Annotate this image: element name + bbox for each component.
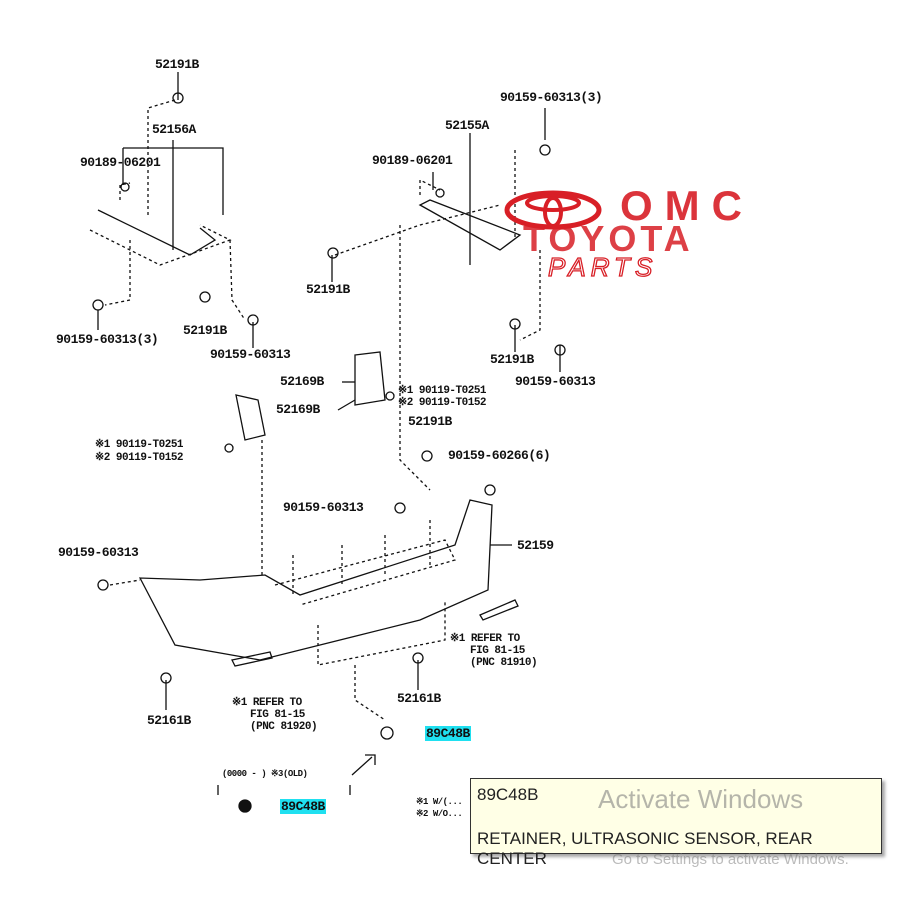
part-label[interactable]: 52191B <box>408 414 452 429</box>
part-label[interactable]: 90159-60313 <box>58 545 139 560</box>
clips <box>92 92 566 813</box>
reference-note: (PNC 81920) <box>250 721 318 733</box>
part-label[interactable]: 52155A <box>445 118 489 133</box>
part-label[interactable]: ※1 90119-T0251 <box>95 439 184 451</box>
part-label[interactable]: ※2 90119-T0152 <box>398 397 487 409</box>
reference-note[interactable]: FIG 81-15 <box>250 709 305 721</box>
part-label-highlighted[interactable]: 89C48B <box>280 799 326 814</box>
reference-note[interactable]: FIG 81-15 <box>470 645 525 657</box>
part-label[interactable]: 90159-60313(3) <box>56 332 159 347</box>
part-label[interactable]: 90189-06201 <box>80 155 161 170</box>
logo-parts: PARTS <box>547 251 658 282</box>
arrow-and-ticks <box>217 754 376 795</box>
part-label[interactable]: 52191B <box>490 352 534 367</box>
activation-watermark-title: Activate Windows <box>598 784 804 814</box>
reference-note: (PNC 81910) <box>470 657 538 669</box>
right-bracket-group <box>334 150 541 491</box>
part-label[interactable]: ※1 90119-T0251 <box>398 385 487 397</box>
toyota-emblem-icon <box>504 190 602 230</box>
footnote: ※1 W/(... <box>416 797 463 807</box>
footnote: ※2 W/O... <box>416 809 463 819</box>
part-label[interactable]: 90159-60313 <box>210 347 291 362</box>
logo-toyota: TOYOTA <box>523 218 694 259</box>
part-label[interactable]: 52191B <box>306 282 350 297</box>
tooltip-description: RETAINER, ULTRASONIC SENSOR, REAR CENTER <box>477 829 813 868</box>
part-label[interactable]: 52191B <box>155 57 199 72</box>
right-bracket-leaders <box>331 108 561 372</box>
part-label[interactable]: 52159 <box>517 538 554 553</box>
part-label[interactable]: 90189-06201 <box>372 153 453 168</box>
part-label[interactable]: 52169B <box>280 374 324 389</box>
part-label[interactable]: 90159-60313 <box>283 500 364 515</box>
activation-watermark-subtitle: Go to Settings to activate Windows. <box>612 851 849 868</box>
part-label[interactable]: 90159-60313(3) <box>500 90 603 105</box>
part-label[interactable]: 52156A <box>152 122 196 137</box>
part-label[interactable]: 90159-60313 <box>515 374 596 389</box>
part-label-highlighted[interactable]: 89C48B <box>425 726 471 741</box>
side-brackets <box>235 351 386 575</box>
part-tooltip: 89C48B RETAINER, ULTRASONIC SENSOR, REAR… <box>470 778 882 868</box>
date-range-note: (0000 - ) ※3(OLD) <box>222 769 308 779</box>
tooltip-part-number: 89C48B <box>477 785 539 804</box>
logo-omc: OMC <box>620 182 754 229</box>
part-label[interactable]: 52161B <box>147 713 191 728</box>
reference-note: ※1 REFER TO <box>450 633 520 645</box>
reference-note: ※1 REFER TO <box>232 697 302 709</box>
bumper-cover <box>109 499 519 721</box>
part-label[interactable]: 52169B <box>276 402 320 417</box>
part-label[interactable]: 52161B <box>397 691 441 706</box>
omc-toyota-parts-logo: OMC TOYOTA PARTS <box>498 182 808 283</box>
left-bracket-leaders <box>97 72 254 348</box>
part-label[interactable]: 90159-60266(6) <box>448 448 551 463</box>
part-label[interactable]: 52191B <box>183 323 227 338</box>
part-label[interactable]: ※2 90119-T0152 <box>95 452 184 464</box>
